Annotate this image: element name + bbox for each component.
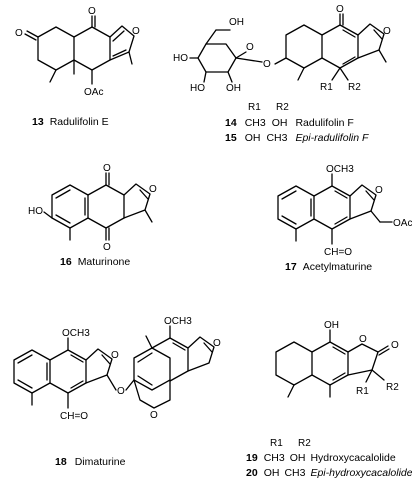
header-r2: R2: [298, 438, 311, 449]
hydroxyl-label: OH: [324, 320, 339, 331]
r1-label: R1: [356, 386, 369, 397]
methoxy-label: OCH3: [326, 164, 354, 175]
structure-19: OH O O R1 R2: [275, 320, 399, 398]
aldehyde-label: CH=O: [324, 247, 352, 258]
ether-link-oxygen-label: O: [117, 386, 125, 397]
ketone-oxygen-label: O: [336, 4, 344, 15]
r1-label: R1: [320, 82, 333, 93]
header-r2: R2: [276, 102, 289, 113]
structure-13: O O O OAc: [15, 6, 140, 98]
pyran-oxygen-label: O: [150, 410, 158, 421]
r2-label: R2: [386, 382, 399, 393]
carbonyl-oxygen-label: O: [391, 340, 399, 351]
structure-17: OCH3 O CH=O OAc: [277, 164, 412, 258]
top-oxygen-label: O: [103, 163, 111, 174]
lactone-oxygen-label: O: [359, 334, 367, 345]
furan-oxygen-label: O: [383, 26, 391, 37]
structure-18: OCH3 OCH3 O O CH=O O O: [13, 316, 221, 422]
oac-label: OAc: [84, 87, 103, 98]
sugar-oh-bottom-label: OH: [226, 83, 241, 94]
structure-16: O O O HO: [28, 163, 157, 253]
methoxy-left-label: OCH3: [62, 328, 90, 339]
glycoside-oxygen-label: O: [263, 59, 271, 70]
sugar-ho-left-label: HO: [173, 53, 188, 64]
furan-oxygen-label: O: [132, 26, 140, 37]
substituent-table-14-15: R1 R2: [248, 102, 289, 113]
methoxy-right-label: OCH3: [164, 316, 192, 327]
bottom-oxygen-label: O: [103, 242, 111, 253]
r2-label: R2: [348, 82, 361, 93]
ketone-oxygen-label: O: [15, 28, 23, 39]
header-r1: R1: [270, 438, 283, 449]
aldehyde-label: CH=O: [60, 411, 88, 422]
furan-oxygen-label: O: [375, 185, 383, 196]
oac-label: OAc: [393, 218, 412, 229]
furan-oxygen-left-label: O: [111, 350, 119, 361]
hydroxyl-label: HO: [28, 206, 43, 217]
substituent-table-19-20: R1 R2: [270, 438, 311, 449]
sugar-ring-oxygen-label: O: [246, 42, 254, 53]
furan-oxygen-right-label: O: [213, 338, 221, 349]
sugar-oh-label: OH: [229, 17, 244, 28]
ring-ketone-oxygen-label: O: [88, 6, 96, 17]
header-r1: R1: [248, 102, 261, 113]
sugar-ho-mid-label: HO: [190, 83, 205, 94]
structure-14: OH HO HO OH O O O O R1 R2: [173, 4, 391, 94]
furan-oxygen-label: O: [149, 184, 157, 195]
